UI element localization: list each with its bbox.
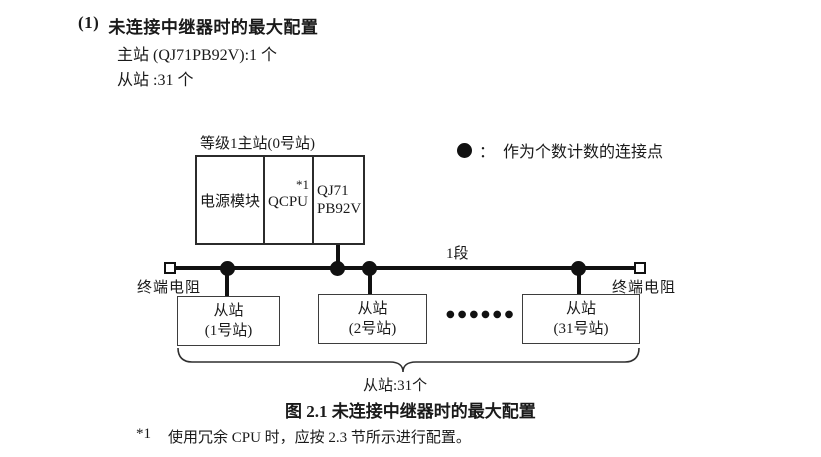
terminating-resistor-right (634, 262, 646, 274)
section-heading-text: 未连接中继器时的最大配置 (108, 18, 319, 37)
slave31-label-line1: 从站 (565, 300, 596, 317)
legend-text: ： 作为个数计数的连接点 (479, 144, 664, 161)
slave-count-line: 从站 :31 个 (117, 72, 194, 89)
slave1-label-line1: 从站 (213, 302, 244, 319)
pb92v-label-line2: PB92V (317, 201, 362, 217)
section-heading: (1) 未连接中继器时的最大配置 (78, 13, 318, 38)
terminating-resistor-left-label: 终端电阻 (137, 280, 202, 296)
pb92v-module-cell: QJ71 PB92V (314, 157, 363, 243)
brace-label: 从站:31个 (363, 378, 428, 394)
master-drop-line (336, 245, 340, 268)
slave31-label-line2: (31号站) (553, 321, 609, 337)
cpu-footnote-marker: *1 (296, 177, 309, 192)
connection-point-dot (571, 261, 586, 276)
power-module-cell: 电源模块 (197, 157, 265, 243)
bus-segment-line (176, 266, 635, 270)
slave1-label-line2: (1号站) (204, 323, 253, 339)
cpu-module-label: QCPU (268, 194, 309, 210)
terminating-resistor-left (164, 262, 176, 274)
legend: ： 作为个数计数的连接点 (457, 138, 663, 162)
slaves-brace (177, 347, 640, 373)
figure-caption: 图 2.1 未连接中继器时的最大配置 (285, 402, 536, 421)
slave-station-31-box: 从站 (31号站) (522, 294, 640, 344)
connection-point-dot (362, 261, 377, 276)
pb92v-label-line1: QJ71 (317, 183, 349, 199)
slave2-label-line2: (2号站) (348, 321, 397, 337)
slave2-label-line1: 从站 (357, 300, 388, 317)
connection-point-dot (220, 261, 235, 276)
section-heading-number: (1) (78, 13, 100, 32)
connection-point-dot (330, 261, 345, 276)
slave2-drop-line (368, 270, 372, 294)
master-station-label: 等级1主站(0号站) (200, 136, 315, 152)
connection-point-icon (457, 142, 472, 158)
segment-label: 1段 (446, 246, 469, 262)
ellipsis-dots: ●●●●●● (446, 309, 517, 320)
cpu-module-cell: *1 QCPU (265, 157, 314, 243)
slave1-drop-line (225, 270, 229, 296)
footnote-marker: *1 (136, 426, 151, 442)
footnote-text: 使用冗余 CPU 时，应按 2.3 节所示进行配置。 (168, 430, 471, 446)
master-count-line: 主站 (QJ71PB92V):1 个 (117, 47, 278, 64)
terminating-resistor-right-label: 终端电阻 (612, 280, 677, 296)
slave-station-2-box: 从站 (2号站) (318, 294, 427, 344)
slave31-drop-line (577, 270, 581, 294)
master-station-box: 电源模块 *1 QCPU QJ71 PB92V (195, 155, 365, 245)
footnote: *1 使用冗余 CPU 时，应按 2.3 节所示进行配置。 (136, 426, 471, 447)
slave-station-1-box: 从站 (1号站) (177, 296, 280, 346)
